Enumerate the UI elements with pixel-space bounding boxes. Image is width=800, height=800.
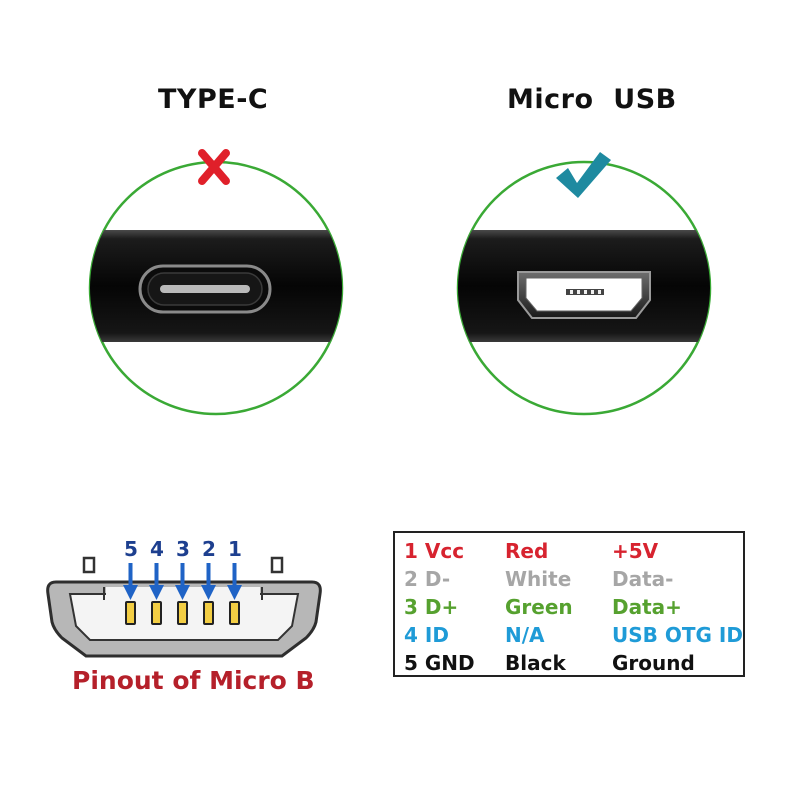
- pin-5: [125, 601, 136, 625]
- pinout-caption: Pinout of Micro B: [72, 666, 315, 695]
- micro-b-pins: [125, 601, 240, 625]
- signal-cell: Ground: [612, 651, 695, 675]
- pin-2: [203, 601, 214, 625]
- pin-number-label: 2: [202, 537, 216, 561]
- wire-color-cell: Green: [505, 595, 573, 619]
- signal-cell: Data+: [612, 595, 682, 619]
- type-c-circle: [88, 160, 344, 416]
- wire-color-cell: White: [505, 567, 572, 591]
- pin-number-label: 1: [228, 537, 242, 561]
- pin-arrow-2: [201, 563, 216, 600]
- pin-arrow-4: [149, 563, 164, 600]
- pin-1: [229, 601, 240, 625]
- pin-arrow-5: [123, 563, 138, 600]
- check-icon: [556, 152, 611, 198]
- pin-4: [151, 601, 162, 625]
- signal-cell: USB OTG ID: [612, 623, 743, 647]
- pin-number-label: 4: [150, 537, 164, 561]
- type-c-heading: TYPE-C: [158, 84, 269, 115]
- micro-usb-circle: [456, 160, 712, 416]
- wire-color-cell: N/A: [505, 623, 545, 647]
- cross-icon: [198, 149, 230, 185]
- pin-3: [177, 601, 188, 625]
- pin-arrow-3: [175, 563, 190, 600]
- pin-arrows: [123, 563, 242, 600]
- pin-number-label: 3: [176, 537, 190, 561]
- type-c-port: [138, 264, 272, 314]
- wire-color-cell: Red: [505, 539, 549, 563]
- micro-usb-port: [517, 271, 651, 319]
- signal-cell: +5V: [612, 539, 659, 563]
- pin-table: 1 Vcc Red +5V 2 D- White Data- 3 D+ Gree…: [393, 531, 745, 677]
- pin-cell: 5 GND: [404, 651, 475, 675]
- micro-usb-heading: Micro USB: [507, 84, 677, 115]
- pin-cell: 3 D+: [404, 595, 459, 619]
- pin-arrow-1: [227, 563, 242, 600]
- wire-color-cell: Black: [505, 651, 566, 675]
- pin-number-label: 5: [124, 537, 138, 561]
- pin-cell: 4 ID: [404, 623, 449, 647]
- signal-cell: Data-: [612, 567, 674, 591]
- pin-cell: 1 Vcc: [404, 539, 465, 563]
- pin-cell: 2 D-: [404, 567, 451, 591]
